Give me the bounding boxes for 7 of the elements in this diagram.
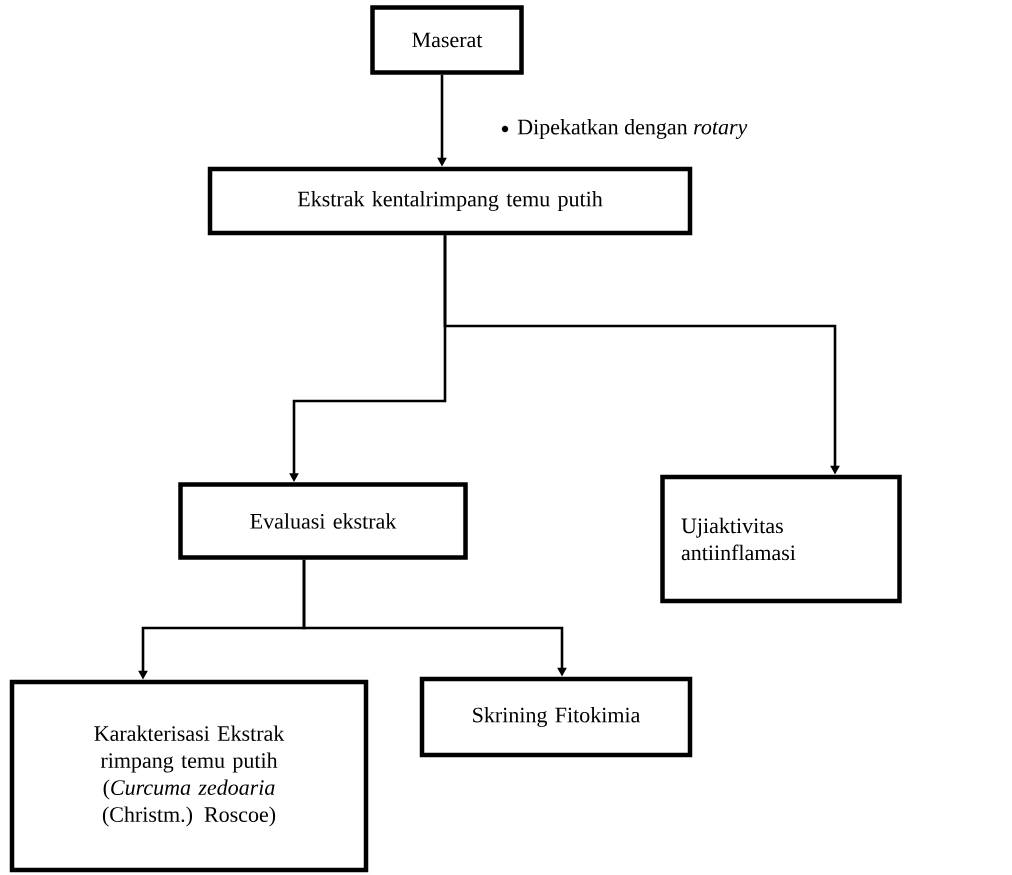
process-box: Evaluasi ekstrak	[178, 482, 468, 560]
process-box: Ekstrak kentalrimpang temu putih	[207, 166, 693, 236]
process-box: Maserat	[370, 5, 524, 75]
process-box: Karakterisasi Ekstrak rimpang temu putih (Curcuma zedoaria (Christm.) Roscoe)	[9, 679, 369, 873]
process-box: Skrining Fitokimia	[419, 676, 693, 758]
bullet-point: Dipekatkan dengan rotary	[501, 119, 748, 139]
process-box: Ujiaktivitas antiinflamasi	[660, 474, 902, 604]
